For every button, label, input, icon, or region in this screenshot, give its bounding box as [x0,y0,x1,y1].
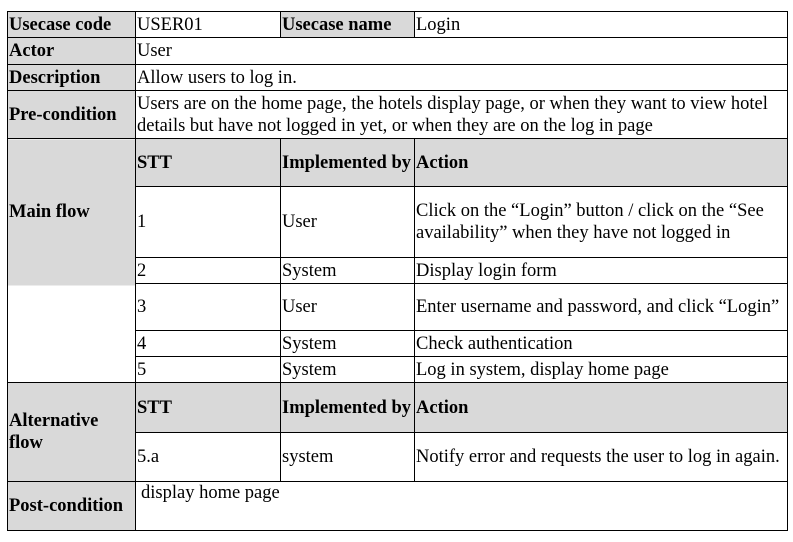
alt-step-stt: 5.a [135,432,281,482]
usecase-code-value: USER01 [135,11,281,38]
table-row: 5.a system Notify error and requests the… [8,432,788,482]
step-stt: 2 [135,257,281,284]
main-flow-label-cell: Main flow [7,138,136,383]
table-row: 3 User Enter username and password, and … [8,283,788,331]
usecase-name-label: Usecase name [280,11,415,38]
alternative-flow-stt-header: STT [135,382,281,433]
description-value: Allow users to log in. [135,64,788,91]
main-flow-header-row: Main flow STT Implemented by Action [7,138,788,383]
alternative-flow-action-header: Action [414,382,788,433]
alternative-flow-label: Alternative flow [9,411,99,453]
usecase-name-value: Login [414,11,788,38]
step-by: User [280,283,415,331]
table-row: 2 System Display login form [8,257,788,284]
step-stt: 3 [135,283,281,331]
step-action: Log in system, display home page [414,356,788,383]
step-action: Click on the “Login” button / click on t… [414,186,788,258]
usecase-header-row: Usecase code USER01 Usecase name Login [7,11,788,38]
main-flow-label: Main flow [9,202,90,222]
description-label: Description [7,64,136,91]
step-action: Check authentication [414,330,788,357]
postcondition-value: display home page [135,481,788,531]
actor-value: User [135,37,788,65]
table-row: 4 System Check authentication [8,330,788,357]
precondition-value: Users are on the home page, the hotels d… [135,90,788,139]
step-stt: 5 [135,356,281,383]
alt-step-by: system [280,432,415,482]
precondition-label: Pre-condition [7,90,136,139]
step-action: Enter username and password, and click “… [414,283,788,331]
postcondition-row: Post-condition display home page [7,481,788,531]
main-flow-action-header: Action [414,138,788,187]
main-flow-stt-header: STT [135,138,281,187]
step-by: System [280,257,415,284]
alt-step-action: Notify error and requests the user to lo… [414,432,788,482]
actor-label: Actor [7,37,136,65]
alternative-flow-header-row: Alternative flow STT Implemented by Acti… [7,382,788,482]
alternative-flow-implemented-by-header: Implemented by [280,382,415,433]
description-row: Description Allow users to log in. [7,64,788,91]
table-row: 1 User Click on the “Login” button / cli… [8,186,788,258]
step-by: System [280,356,415,383]
actor-row: Actor User [7,37,788,65]
usecase-code-label: Usecase code [7,11,136,38]
step-action: Display login form [414,257,788,284]
step-stt: 4 [135,330,281,357]
main-flow-implemented-by-header: Implemented by [280,138,415,187]
step-stt: 1 [135,186,281,258]
usecase-table: Usecase code USER01 Usecase name Login A… [7,11,788,531]
precondition-row: Pre-condition Users are on the home page… [7,90,788,139]
step-by: User [280,186,415,258]
alternative-flow-label-cell: Alternative flow [7,382,136,482]
postcondition-label: Post-condition [7,481,136,531]
step-by: System [280,330,415,357]
table-row: 5 System Log in system, display home pag… [8,356,788,383]
